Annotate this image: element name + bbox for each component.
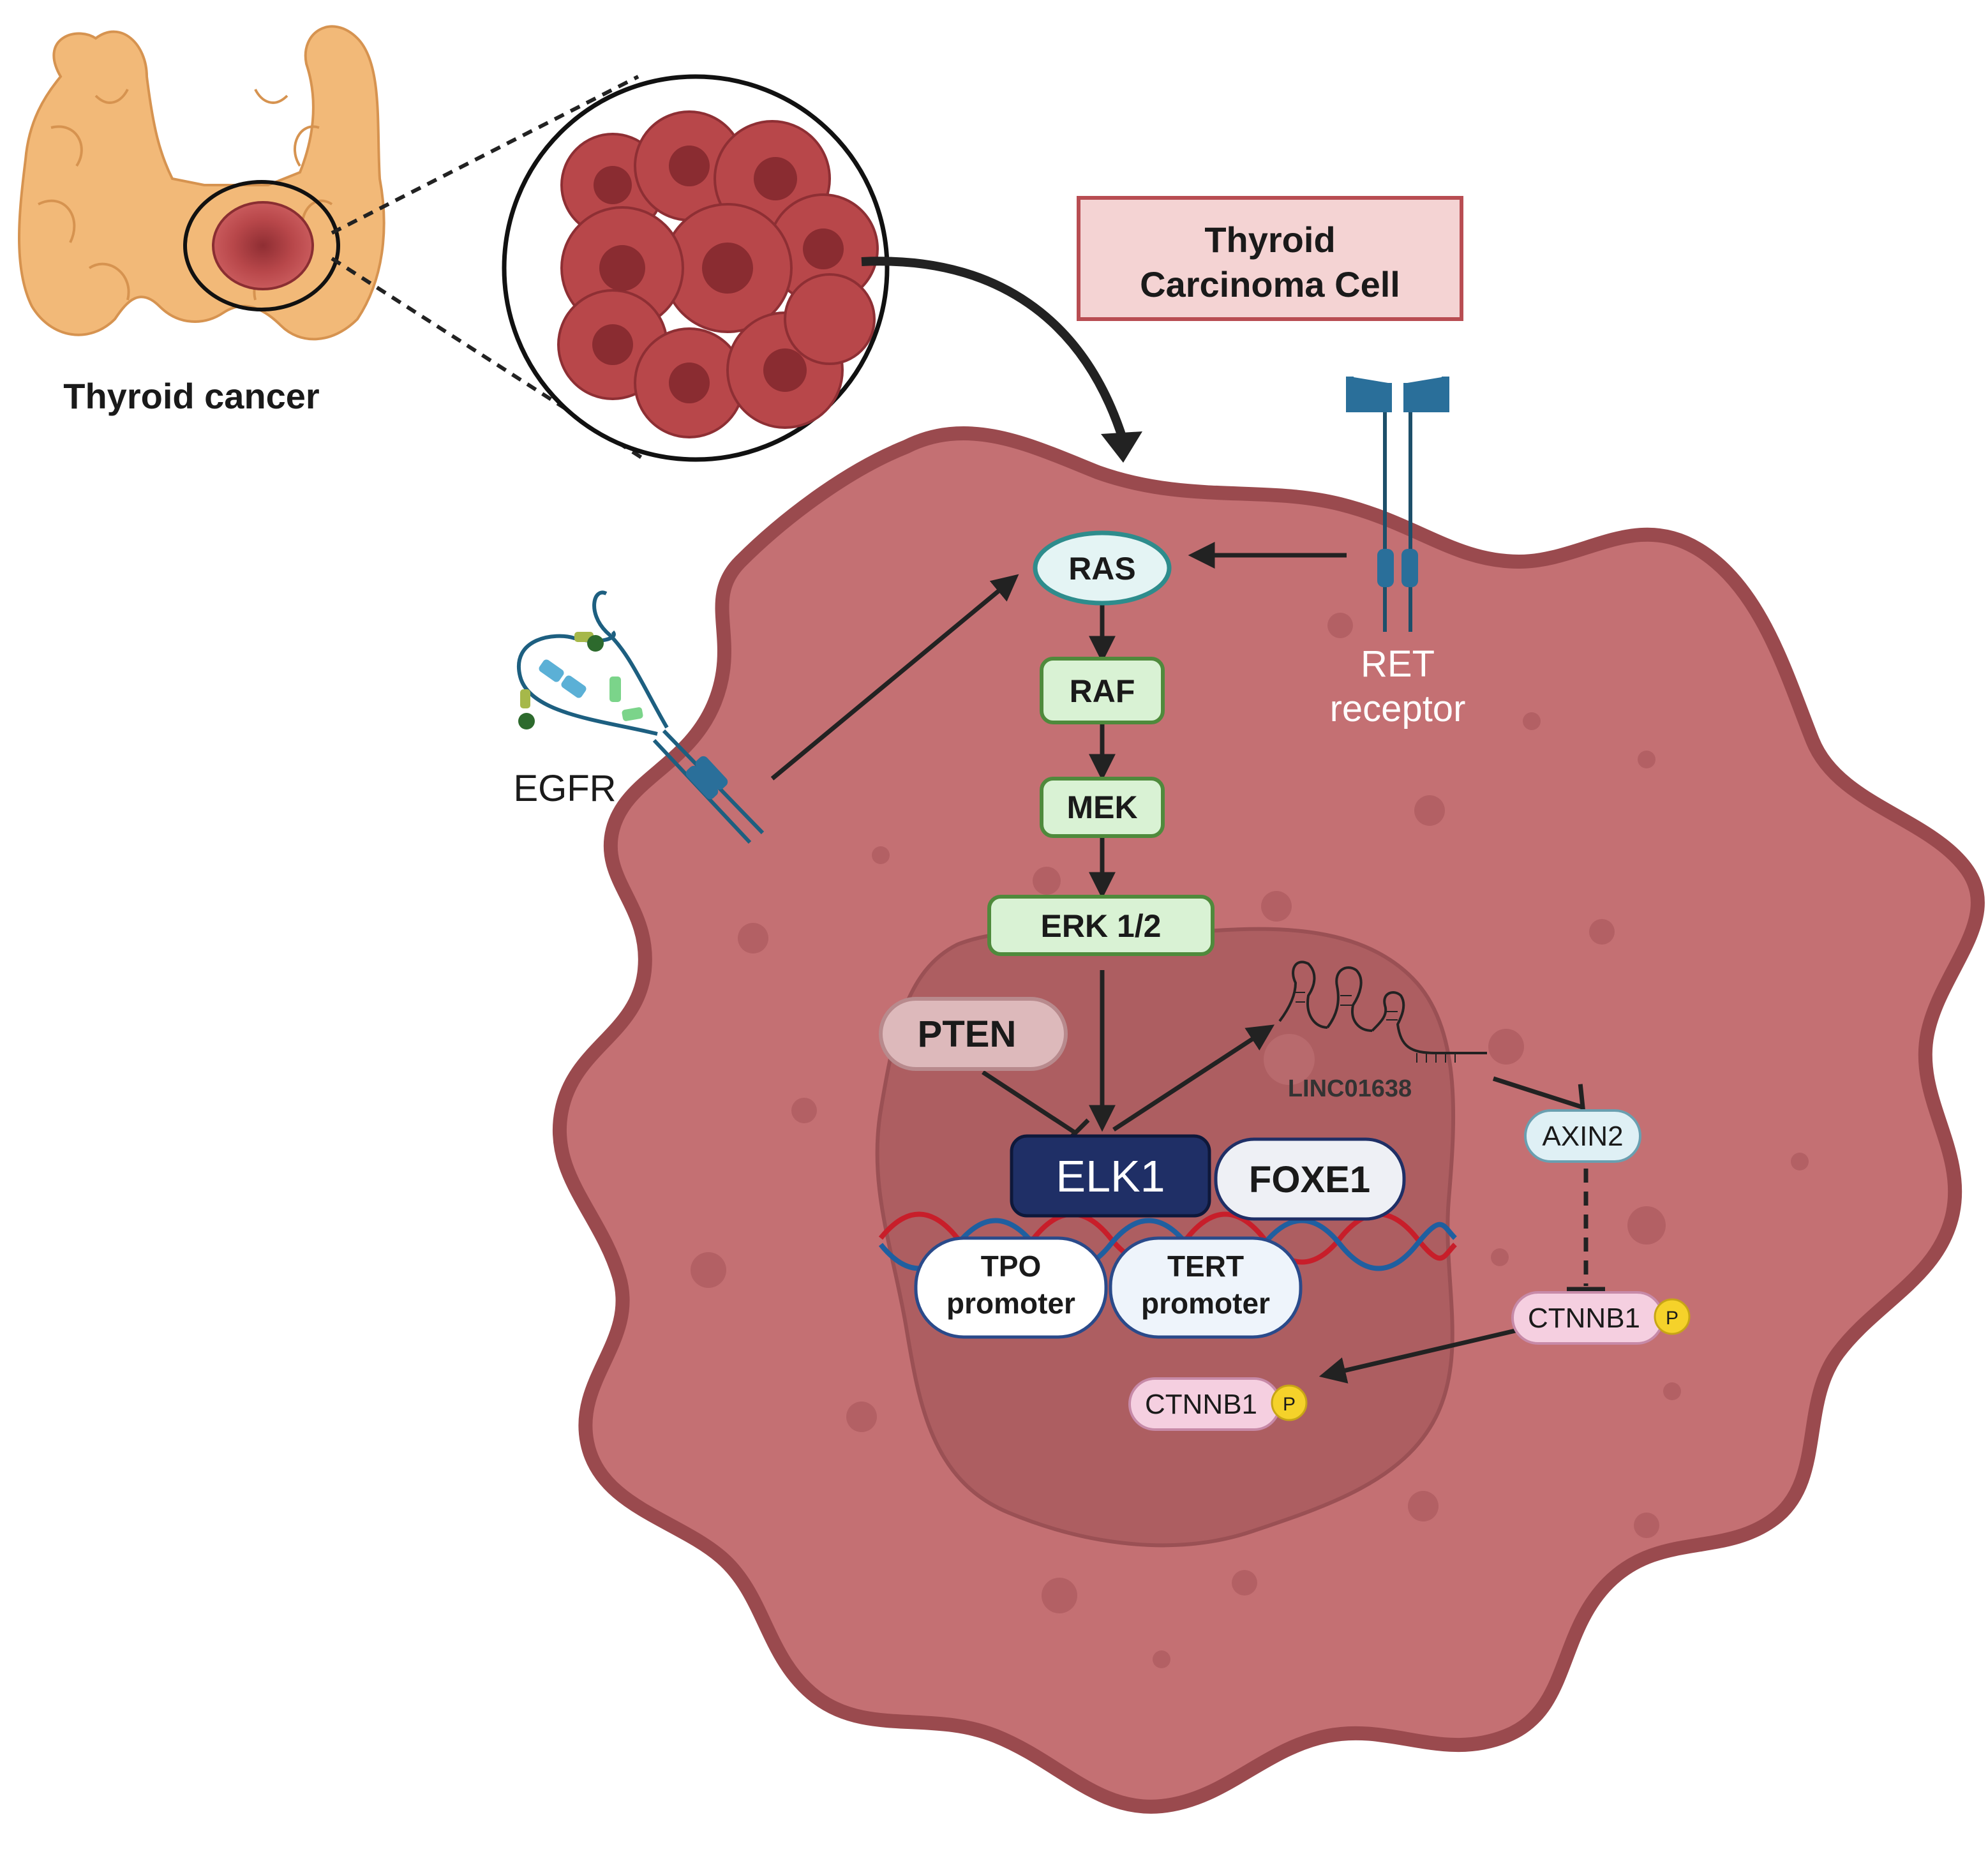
foxe1-node	[1214, 1137, 1406, 1221]
ctnnb1-nucleus-label: CTNNB1	[1145, 1389, 1257, 1420]
phospho-label-cytoplasm: P	[1666, 1308, 1678, 1329]
phospho-label-nucleus: P	[1283, 1394, 1296, 1415]
erk-label: ERK 1/2	[1041, 908, 1162, 944]
ras-node	[1033, 530, 1172, 606]
elk1-node	[1010, 1134, 1211, 1218]
tumor-highlight-circle	[183, 180, 340, 311]
thyroid-cancer-label: Thyroid cancer	[63, 376, 319, 416]
egfr-receptor-icon	[516, 590, 765, 844]
foxe1-label: FOXE1	[1249, 1159, 1370, 1200]
ret-label-line1: RET	[1361, 643, 1435, 685]
zoom-to-cell-arrowhead	[1101, 431, 1142, 463]
arrow-egfr-to-ras	[770, 574, 1019, 781]
pten-node	[879, 997, 1068, 1071]
ctnnb1-cytoplasm-label: CTNNB1	[1528, 1303, 1640, 1334]
mek-node	[1040, 777, 1165, 838]
thyroid-gland-illustration	[18, 25, 385, 341]
linc01638-rna-icon	[1278, 961, 1487, 1063]
thyroid-tumor	[212, 201, 314, 290]
tpo-label-line1: TPO	[981, 1250, 1042, 1283]
linc01638-label: LINC01638	[1288, 1075, 1412, 1102]
elk1-label: ELK1	[1056, 1151, 1165, 1201]
cell-title-line2: Carcinoma Cell	[1140, 264, 1400, 304]
ret-receptor-icon	[1346, 377, 1449, 632]
mek-label: MEK	[1066, 789, 1137, 825]
tumor-cell-cluster-zoom	[502, 74, 890, 462]
zoom-to-cell-arrow	[861, 257, 1128, 442]
cytoplasm-granules	[691, 613, 1809, 1668]
axin2-node	[1524, 1109, 1641, 1163]
inhibition-edges	[982, 1070, 1605, 1292]
pten-label: PTEN	[918, 1013, 1017, 1055]
tert-promoter-node	[1109, 1236, 1303, 1339]
ret-label-line2: receptor	[1330, 688, 1466, 729]
cell-title-line1: Thyroid	[1204, 220, 1335, 260]
nucleolus	[1264, 1034, 1315, 1085]
erk-node	[987, 895, 1214, 956]
tpo-promoter-node	[914, 1236, 1108, 1339]
zoom-line-top	[331, 75, 639, 235]
phospho-badge-nucleus	[1271, 1384, 1308, 1421]
raf-node	[1040, 657, 1165, 724]
tert-label-line2: promoter	[1141, 1287, 1270, 1320]
raf-label: RAF	[1070, 673, 1135, 709]
phospho-badge-cytoplasm	[1654, 1298, 1691, 1335]
tpo-label-line2: promoter	[946, 1287, 1075, 1320]
egfr-label: EGFR	[513, 768, 616, 809]
cell-title-box	[1077, 196, 1463, 321]
axin2-label: AXIN2	[1542, 1121, 1623, 1152]
tert-label-line1: TERT	[1167, 1250, 1244, 1283]
arrow-elk1-to-linc	[1112, 1024, 1275, 1132]
ras-label: RAS	[1068, 551, 1136, 587]
